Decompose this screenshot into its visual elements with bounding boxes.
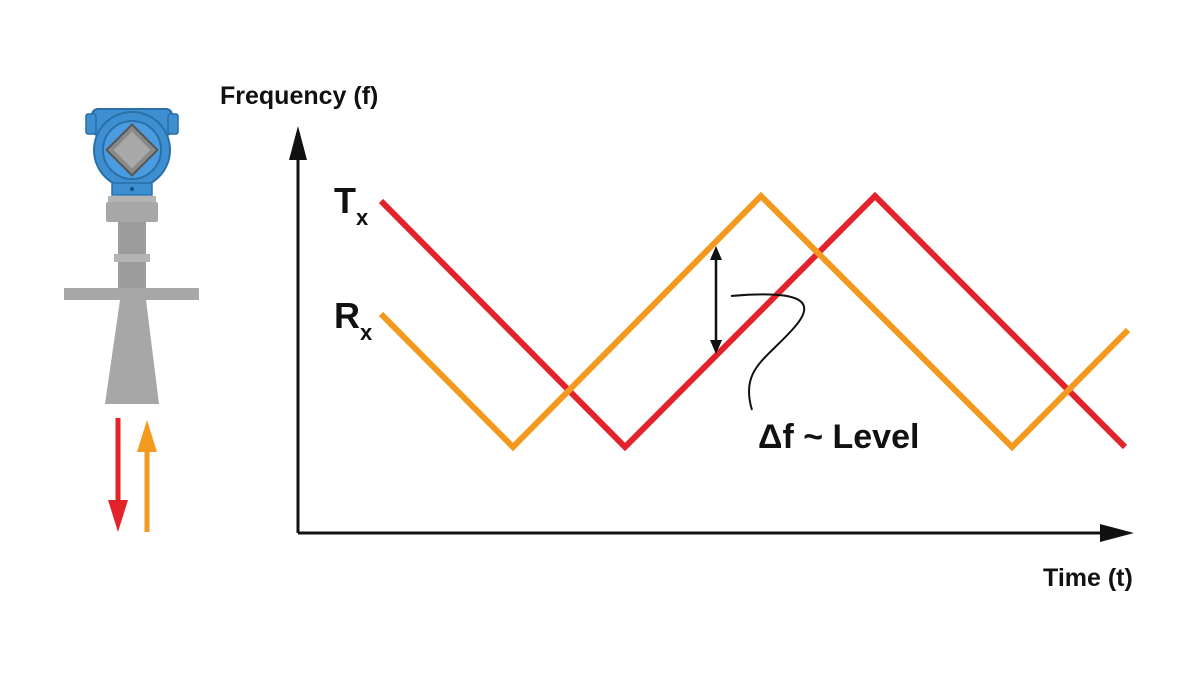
- annotation-leader-line: [730, 293, 805, 411]
- rx-label-letter: R: [334, 295, 360, 336]
- tx-label-subscript: x: [356, 205, 369, 230]
- y-axis-label: Frequency (f): [220, 82, 378, 110]
- arrow-down-icon: [108, 418, 128, 532]
- arrow-up-icon: [137, 420, 157, 532]
- delta-f-level-annotation: Δf ~ Level: [758, 418, 919, 456]
- x-axis-label: Time (t): [1043, 564, 1133, 592]
- radar-level-transmitter-icon: [64, 108, 199, 404]
- tx-label: Tx: [334, 180, 369, 230]
- tx-label-letter: T: [334, 180, 356, 221]
- y-axis-arrowhead: [289, 126, 307, 160]
- rx-label-subscript: x: [360, 320, 373, 345]
- rx-label: Rx: [334, 295, 373, 345]
- tx-signal-line: [378, 191, 1128, 452]
- x-axis-arrowhead: [1100, 524, 1134, 542]
- delta-f-arrow: [710, 246, 722, 354]
- axes: [289, 126, 1134, 542]
- rx-signal-line: [378, 191, 1131, 452]
